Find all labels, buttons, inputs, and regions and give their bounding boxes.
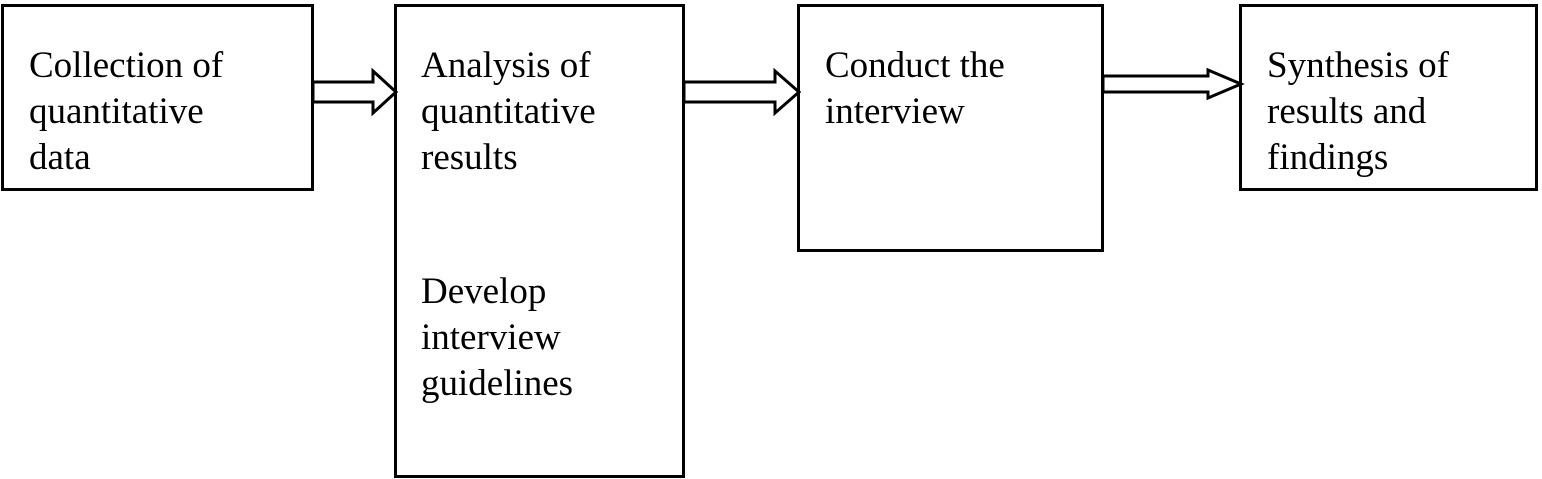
step-label-line: Collection of xyxy=(29,45,224,86)
step-label-line: quantitative xyxy=(29,91,204,132)
arrow-conduct-to-synthesis xyxy=(1101,67,1245,101)
step-label-line: Analysis of xyxy=(421,45,591,86)
step-label-line: findings xyxy=(1267,137,1389,178)
step-box-collection-of-quantitative-data: Collection of quantitative data xyxy=(1,4,314,191)
step-box-synthesis-of-results-and-findings: Synthesis of results and findings xyxy=(1239,4,1538,191)
step-box-analysis-of-quantitative-results: Analysis of quantitative results Develop… xyxy=(394,4,685,478)
step-label-synthesis: Synthesis of results and findings xyxy=(1267,43,1449,181)
arrow-analysis-to-conduct xyxy=(682,67,802,117)
step-label-line: results and xyxy=(1267,91,1427,132)
step-label-line: quantitative xyxy=(421,91,596,132)
step-label-line: results xyxy=(421,137,518,178)
step-sublabel-develop-interview-guidelines: Develop interview guidelines xyxy=(421,269,573,407)
step-label-line: Synthesis of xyxy=(1267,45,1449,86)
step-label-line: Develop xyxy=(421,271,547,312)
step-label-analysis: Analysis of quantitative results xyxy=(421,43,596,181)
step-label-line: guidelines xyxy=(421,363,574,404)
arrow-collection-to-analysis xyxy=(311,67,399,117)
step-label-line: interview xyxy=(421,317,561,358)
step-label-line: interview xyxy=(825,91,965,132)
step-box-conduct-the-interview: Conduct the interview xyxy=(797,4,1104,252)
step-label-collection: Collection of quantitative data xyxy=(29,43,223,181)
step-label-line: Conduct the xyxy=(825,45,1005,86)
step-label-line: data xyxy=(29,137,91,178)
step-label-conduct: Conduct the interview xyxy=(825,43,1005,135)
